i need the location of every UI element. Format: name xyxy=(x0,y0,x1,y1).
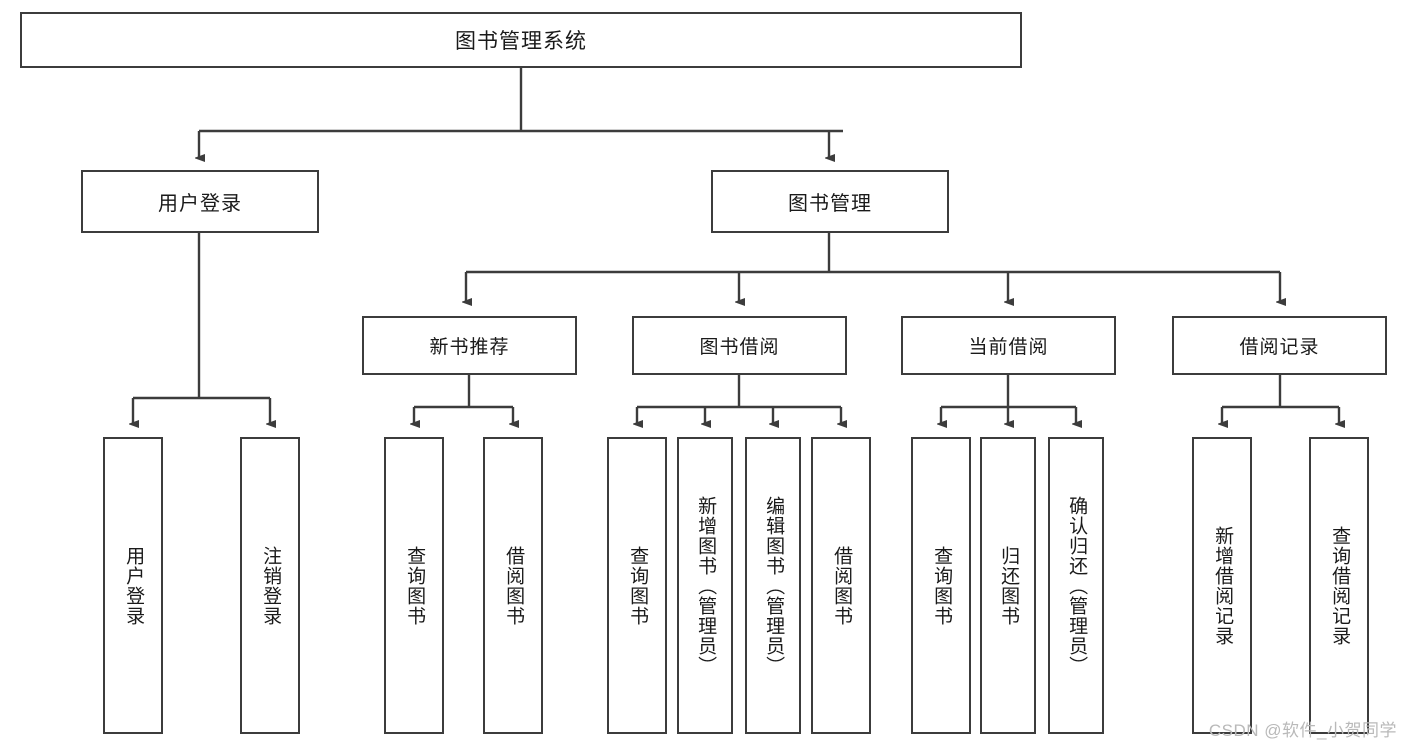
node-label: 借阅记录 xyxy=(1239,337,1320,358)
node-label: 归还图书 xyxy=(998,545,1020,626)
csdn-watermark: CSDN @软件_小贺同学 xyxy=(1208,721,1397,740)
node-current-borrow[interactable]: 当前借阅 xyxy=(901,316,1116,375)
node-label: 新增借阅记录 xyxy=(1212,525,1234,646)
node-label: 查询图书 xyxy=(404,545,426,626)
node-leaf-query-book-1[interactable]: 查询图书 xyxy=(384,437,444,734)
node-leaf-query-book-2[interactable]: 查询图书 xyxy=(607,437,667,734)
node-label: 图书管理系统 xyxy=(455,30,587,53)
node-label: 查询图书 xyxy=(931,545,953,626)
node-borrow-record[interactable]: 借阅记录 xyxy=(1172,316,1387,375)
node-leaf-edit-book-admin[interactable]: 编辑图书（管理员） xyxy=(745,437,801,734)
node-label: 当前借阅 xyxy=(968,337,1049,358)
node-label: 确认归还（管理员） xyxy=(1066,495,1088,676)
node-leaf-confirm-return-admin[interactable]: 确认归还（管理员） xyxy=(1048,437,1104,734)
node-leaf-query-book-3[interactable]: 查询图书 xyxy=(911,437,971,734)
node-leaf-add-borrow-record[interactable]: 新增借阅记录 xyxy=(1192,437,1252,734)
node-label: 新书推荐 xyxy=(429,337,510,358)
node-leaf-add-book-admin[interactable]: 新增图书（管理员） xyxy=(677,437,733,734)
node-label: 注销登录 xyxy=(260,545,282,626)
node-label: 查询借阅记录 xyxy=(1329,525,1351,646)
node-root-system[interactable]: 图书管理系统 xyxy=(20,12,1022,68)
node-label: 用户登录 xyxy=(123,545,145,626)
node-leaf-query-borrow-record[interactable]: 查询借阅记录 xyxy=(1309,437,1369,734)
node-leaf-borrow-book-2[interactable]: 借阅图书 xyxy=(811,437,871,734)
node-new-book-recommend[interactable]: 新书推荐 xyxy=(362,316,577,375)
node-leaf-borrow-book-1[interactable]: 借阅图书 xyxy=(483,437,543,734)
node-label: 新增图书（管理员） xyxy=(695,495,717,676)
node-book-borrow[interactable]: 图书借阅 xyxy=(632,316,847,375)
node-label: 用户登录 xyxy=(158,193,242,215)
node-user-login[interactable]: 用户登录 xyxy=(81,170,319,233)
node-leaf-user-login[interactable]: 用户登录 xyxy=(103,437,163,734)
node-book-management[interactable]: 图书管理 xyxy=(711,170,949,233)
node-leaf-logout-login[interactable]: 注销登录 xyxy=(240,437,300,734)
node-label: 借阅图书 xyxy=(831,545,853,626)
node-label: 借阅图书 xyxy=(503,545,525,626)
node-label: 编辑图书（管理员） xyxy=(763,495,785,676)
node-label: 查询图书 xyxy=(627,545,649,626)
node-label: 图书借阅 xyxy=(699,337,780,358)
node-leaf-return-book[interactable]: 归还图书 xyxy=(980,437,1036,734)
node-label: 图书管理 xyxy=(788,193,872,215)
